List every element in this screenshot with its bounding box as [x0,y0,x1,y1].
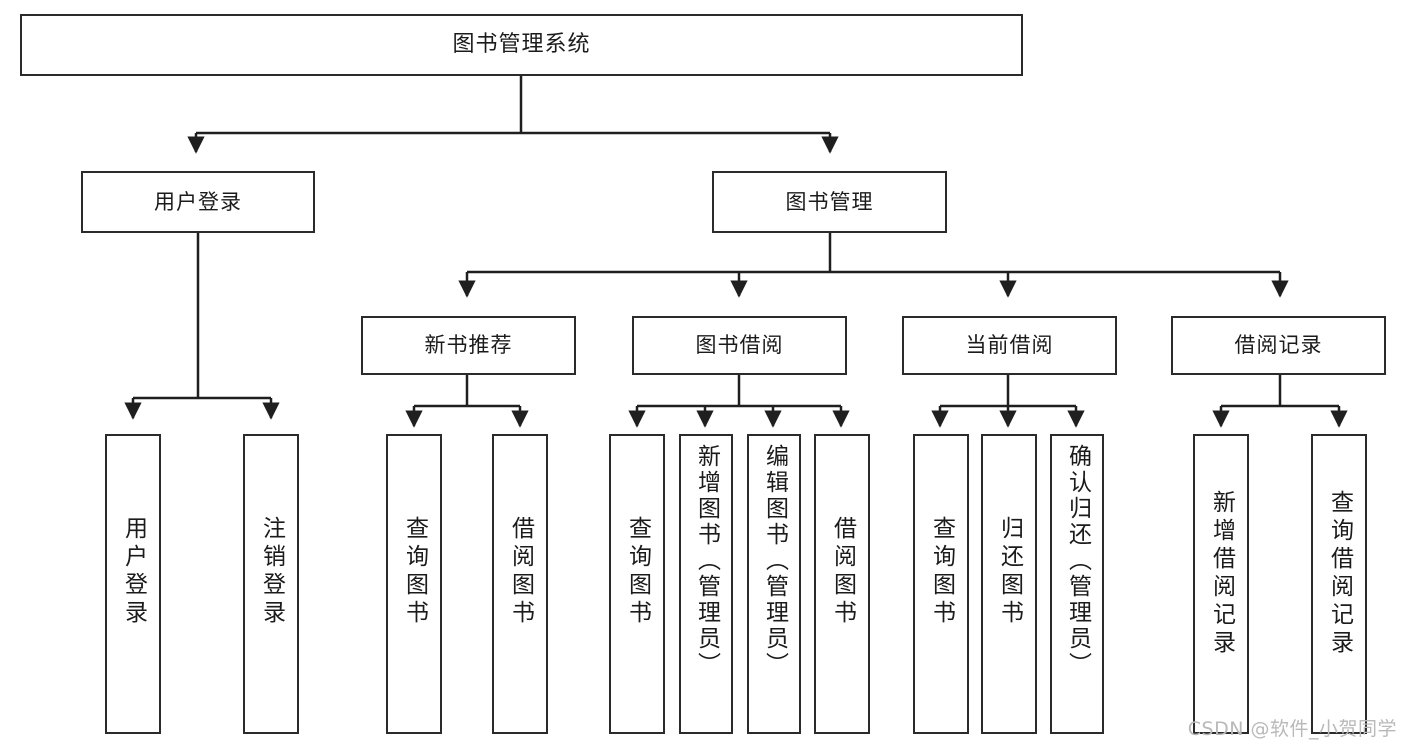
node-new-book-rec[interactable]: 新书推荐 [361,316,576,375]
node-label: 注销登录 [258,516,285,628]
node-label: 用户登录 [154,189,242,214]
node-label: 新增借阅记录 [1208,490,1235,658]
node-leaf-return-book[interactable]: 归还图书 [981,434,1037,734]
node-label: 借阅图书 [507,516,534,628]
node-label: 用户登录 [120,516,147,628]
node-label: 新增图书（管理员） [693,444,720,678]
node-leaf-query-record[interactable]: 查询借阅记录 [1311,434,1367,734]
node-leaf-confirm-return[interactable]: 确认归还（管理员） [1050,434,1104,734]
node-label: 图书管理 [785,189,874,214]
node-current-borrow[interactable]: 当前借阅 [902,316,1117,375]
node-user-login[interactable]: 用户登录 [81,171,315,233]
node-book-borrow[interactable]: 图书借阅 [632,316,847,375]
node-leaf-borrow-book-2[interactable]: 借阅图书 [814,434,870,734]
node-leaf-borrow-book-1[interactable]: 借阅图书 [492,434,548,734]
node-leaf-query-book-2[interactable]: 查询图书 [609,434,665,734]
node-label: 编辑图书（管理员） [761,444,788,678]
node-label: 借阅图书 [829,516,856,628]
watermark-text: CSDN @软件_小贺同学 [1187,718,1397,740]
node-leaf-user-login[interactable]: 用户登录 [105,434,161,734]
node-leaf-logout-login[interactable]: 注销登录 [243,434,299,734]
node-label: 新书推荐 [424,333,513,358]
node-label: 查询图书 [928,516,955,628]
node-book-manage[interactable]: 图书管理 [712,171,947,233]
node-borrow-record[interactable]: 借阅记录 [1171,316,1386,375]
node-leaf-query-book-1[interactable]: 查询图书 [386,434,442,734]
node-label: 确认归还（管理员） [1064,444,1091,678]
node-label: 归还图书 [996,516,1023,628]
node-label: 图书管理系统 [452,31,591,57]
node-label: 借阅记录 [1234,333,1323,358]
node-leaf-add-record[interactable]: 新增借阅记录 [1193,434,1249,734]
node-label: 查询图书 [401,516,428,628]
node-root-system[interactable]: 图书管理系统 [20,14,1023,76]
node-leaf-edit-book[interactable]: 编辑图书（管理员） [747,434,801,734]
node-label: 图书借阅 [695,333,784,358]
node-label: 当前借阅 [965,333,1054,358]
node-label: 查询借阅记录 [1326,490,1353,658]
node-leaf-query-book-3[interactable]: 查询图书 [913,434,969,734]
node-leaf-add-book[interactable]: 新增图书（管理员） [679,434,733,734]
node-label: 查询图书 [624,516,651,628]
